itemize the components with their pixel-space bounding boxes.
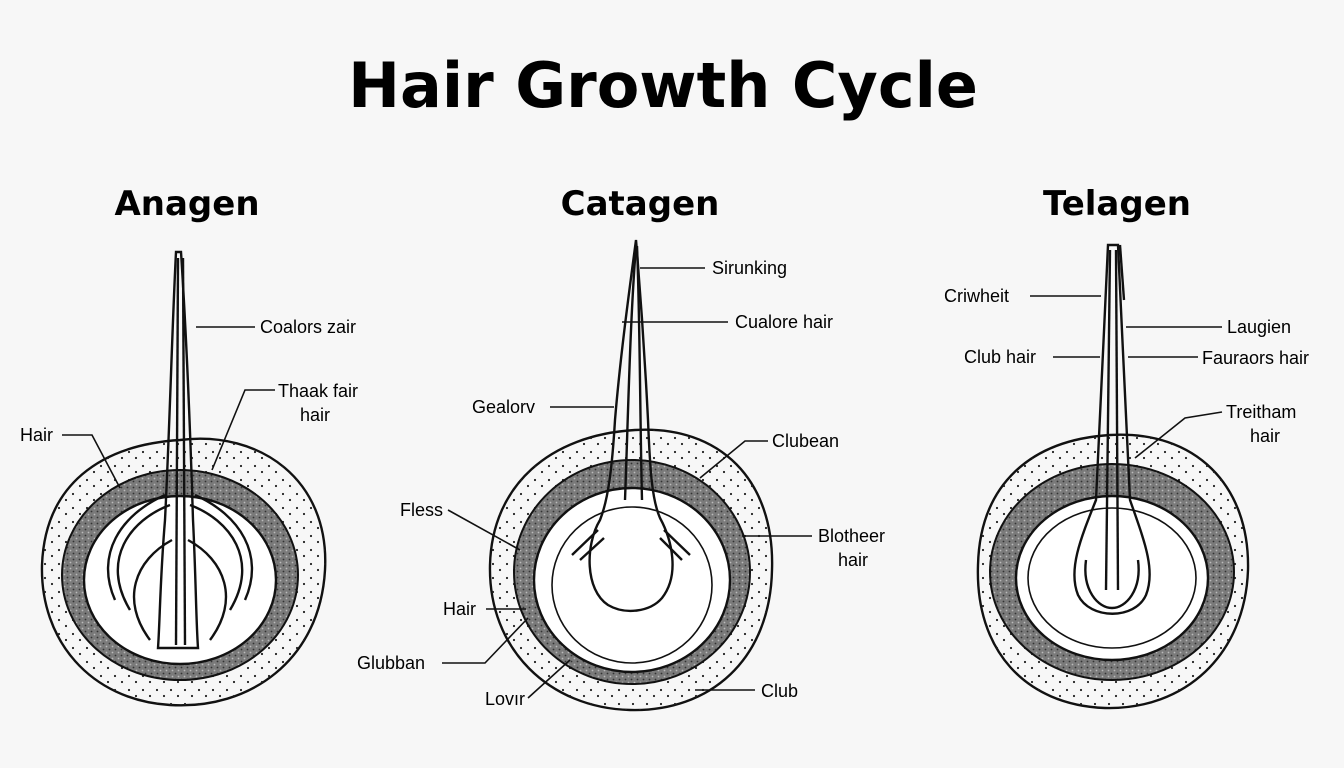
telagen-label-fauraors-hair: Fauraors hair [1202, 348, 1309, 368]
catagen-label-clubean: Clubean [772, 431, 839, 451]
anagen-label-hair: hair [300, 405, 330, 425]
catagen-label-club: Club [761, 681, 798, 701]
stage-title-anagen: Anagen [114, 184, 259, 224]
stage-title-telagen: Telagen [1043, 184, 1191, 224]
telagen-label-hair: hair [1250, 426, 1280, 446]
anagen-label-coalors-zair: Coalors zair [260, 317, 356, 337]
telagen-label-treitham: Treitham [1226, 402, 1296, 422]
stage-title-catagen: Catagen [561, 184, 720, 224]
catagen-label-blotheer-hair: hair [838, 550, 868, 570]
catagen-label-cualore-hair: Cualore hair [735, 312, 833, 332]
telagen-label-criwheit: Criwheit [944, 286, 1009, 306]
catagen-follicle [488, 239, 774, 712]
catagen-label-glubban: Glubban [357, 653, 425, 673]
catagen-label-hair: Hair [443, 599, 476, 619]
anagen-label-hair-left: Hair [20, 425, 53, 445]
telagen-label-laugien: Laugien [1227, 317, 1291, 337]
telagen-follicle [976, 243, 1250, 710]
anagen-follicle [40, 250, 327, 707]
catagen-label-fless: Fless [400, 500, 443, 520]
catagen-label-gealorv: Gealorv [472, 397, 535, 417]
telagen-label-club-hair: Club hair [964, 347, 1036, 367]
catagen-label-sirunking: Sirunking [712, 258, 787, 278]
diagram-title: Hair Growth Cycle [348, 49, 978, 122]
catagen-label-lovir: Lovır [485, 689, 525, 709]
catagen-label-blotheer: Blotheer [818, 526, 885, 546]
anagen-label-thaak-fair: Thaak fair [278, 381, 358, 401]
